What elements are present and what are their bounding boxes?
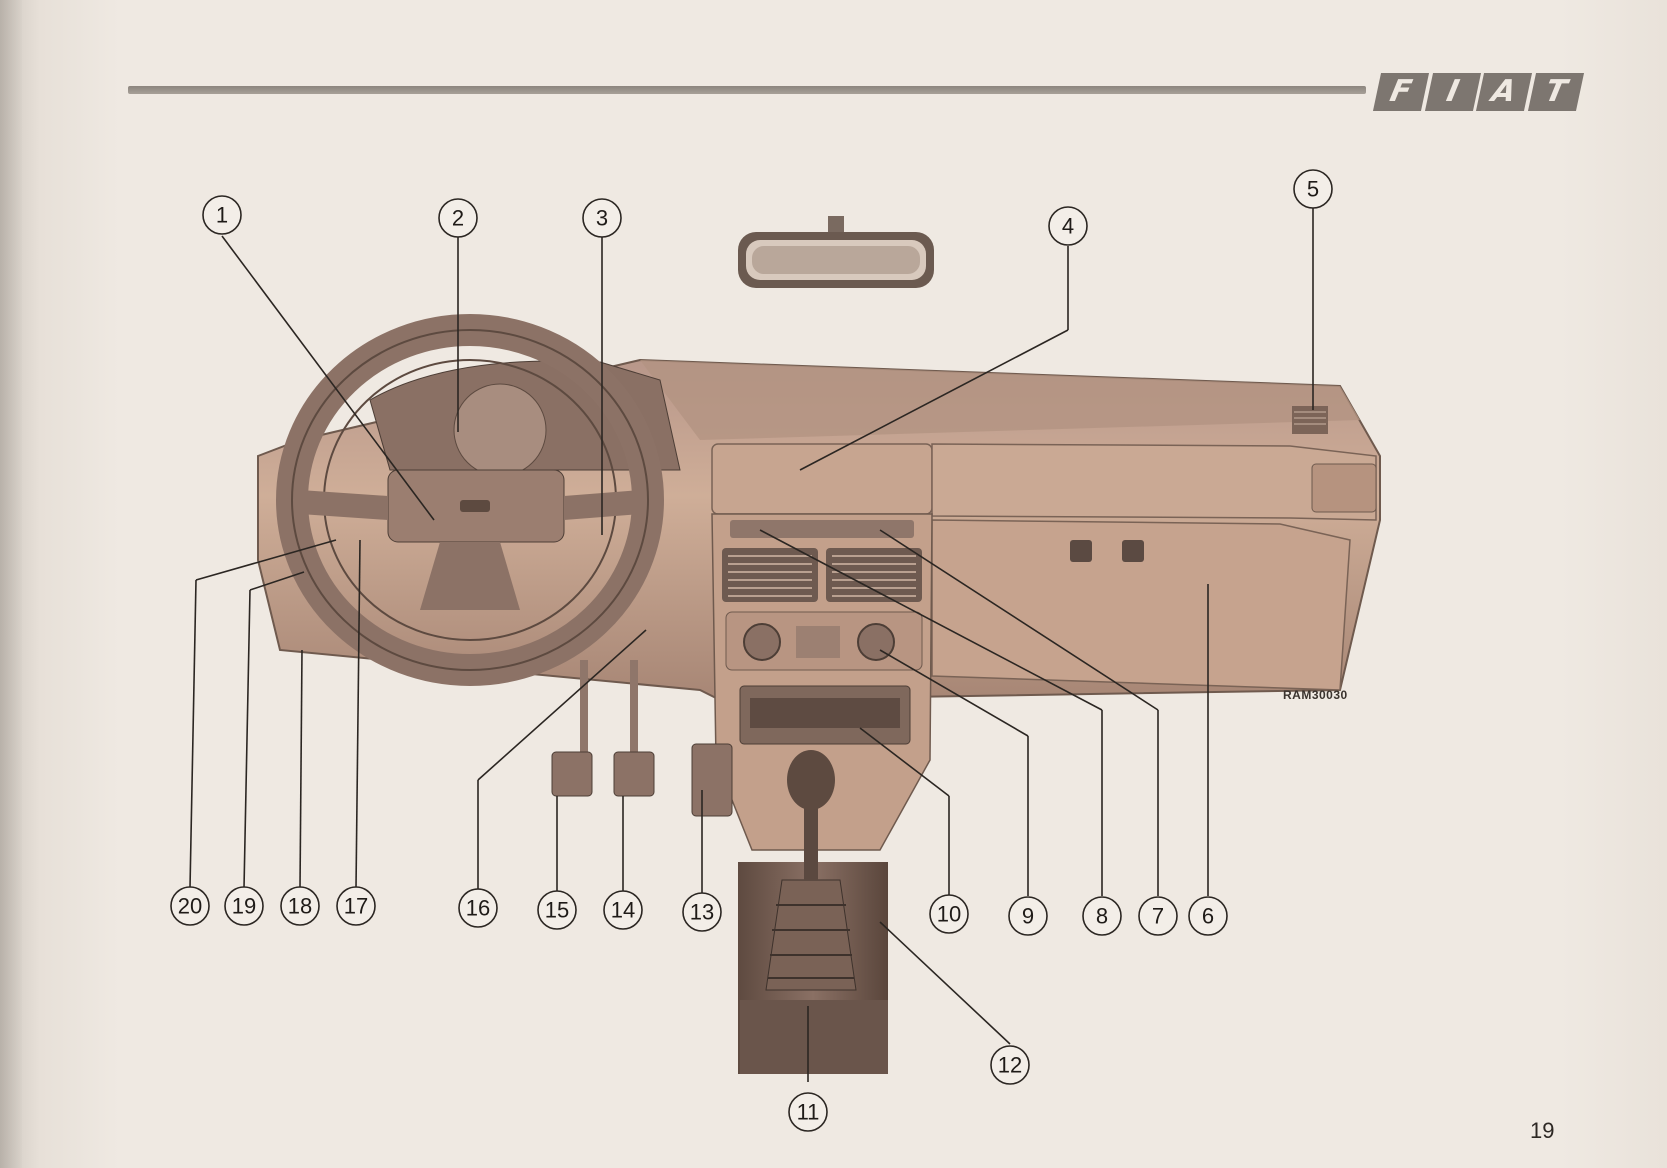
- callout-6: 6: [1188, 896, 1228, 936]
- callout-3: 3: [582, 198, 622, 238]
- callout-label: 8: [1096, 904, 1108, 929]
- callout-20: 20: [170, 886, 210, 926]
- center-console: [711, 513, 933, 851]
- callout-10: 10: [929, 894, 969, 934]
- callout-9: 9: [1008, 896, 1048, 936]
- callout-label: 6: [1202, 904, 1214, 929]
- callout-8: 8: [1082, 896, 1122, 936]
- rear-view-mirror: [738, 216, 934, 288]
- callout-13: 13: [682, 892, 722, 932]
- callout-label: 15: [545, 898, 569, 923]
- callout-label: 13: [690, 900, 714, 925]
- page-binding-shadow: [0, 0, 22, 1168]
- page-number: 19: [1530, 1118, 1555, 1143]
- callout-4: 4: [1048, 206, 1088, 246]
- callout-16: 16: [458, 888, 498, 928]
- callout-label: 10: [937, 902, 961, 927]
- callout-label: 16: [466, 896, 490, 921]
- leader-lines: [189, 208, 1314, 1082]
- figure-reference-code: RAM30030: [1283, 688, 1348, 702]
- callout-label: 1: [216, 203, 228, 228]
- callout-label: 20: [178, 894, 202, 919]
- callout-19: 19: [224, 886, 264, 926]
- callout-label: 12: [998, 1053, 1022, 1078]
- callout-14: 14: [603, 890, 643, 930]
- callout-7: 7: [1138, 896, 1178, 936]
- callout-label: 19: [232, 894, 256, 919]
- gear-lever: [738, 750, 888, 1074]
- callout-label: 3: [596, 206, 608, 231]
- callout-label: 18: [288, 894, 312, 919]
- callout-label: 4: [1062, 214, 1074, 239]
- callout-label: 17: [344, 894, 368, 919]
- callout-18: 18: [280, 886, 320, 926]
- callout-11: 11: [788, 1092, 828, 1132]
- callout-2: 2: [438, 198, 478, 238]
- callout-label: 5: [1307, 177, 1319, 202]
- callout-1: 1: [202, 195, 242, 235]
- callout-5: 5: [1293, 169, 1333, 209]
- callout-17: 17: [336, 886, 376, 926]
- callout-label: 9: [1022, 904, 1034, 929]
- header-rule: [128, 86, 1366, 94]
- callout-12: 12: [990, 1045, 1030, 1085]
- callout-label: 2: [452, 206, 464, 231]
- callout-label: 14: [611, 898, 635, 923]
- callout-label: 7: [1152, 904, 1164, 929]
- callout-label: 11: [797, 1100, 820, 1125]
- callout-15: 15: [537, 890, 577, 930]
